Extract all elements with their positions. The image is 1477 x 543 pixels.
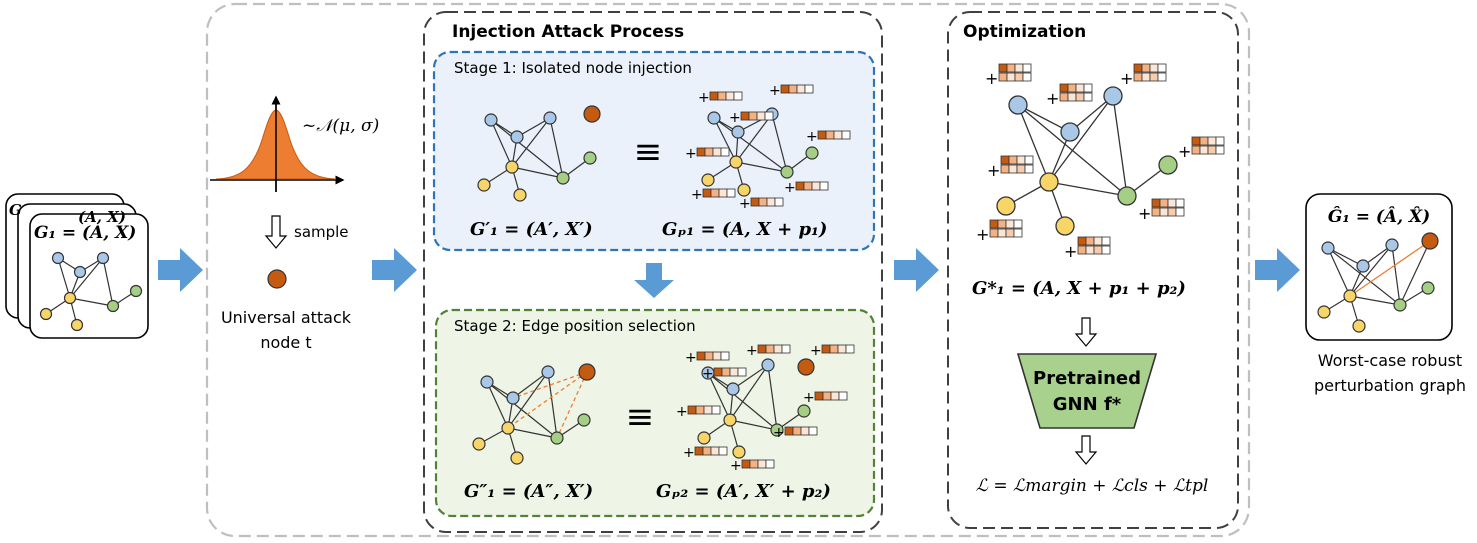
svg-text:+: + [987, 161, 1000, 180]
svg-text:+: + [810, 343, 822, 359]
gnn-label-1: Pretrained [1033, 368, 1141, 389]
stage1-left-formula: G′₁ = (A′, X′) [470, 219, 593, 240]
input-graph-formula: G₁ = (A, X) [34, 223, 136, 243]
stage2-left-graph [472, 363, 596, 465]
stack-mid-label: (A, X) [78, 208, 126, 226]
stack-back-label: G [9, 201, 22, 219]
output-graph [1317, 232, 1439, 333]
arrow-input-to-sampling [158, 248, 203, 292]
sample-arrow [264, 215, 288, 249]
svg-text:+: + [769, 83, 781, 99]
svg-text:+: + [1120, 69, 1133, 88]
output-caption-2: perturbation graph [1314, 376, 1466, 395]
optimization-title: Optimization [963, 22, 1086, 42]
arrow-injection-to-optimization [894, 248, 939, 292]
optimization-down-arrow-1 [1074, 317, 1098, 347]
stage2-equiv: ≡ [626, 397, 655, 437]
gaussian-plot [210, 95, 345, 192]
output-caption-1: Worst-case robust [1318, 351, 1462, 370]
svg-text:+: + [702, 366, 714, 382]
arrow-sampling-to-injection [372, 248, 417, 292]
svg-text:+: + [691, 187, 703, 203]
svg-text:+: + [729, 110, 741, 126]
arrow-stage1-to-stage2 [634, 263, 674, 298]
output-formula: Ĝ₁ = (Â, X̂) [1328, 206, 1430, 227]
svg-text:+: + [676, 404, 688, 420]
stage1-right-graph [701, 107, 819, 197]
stage2-left-formula: G″₁ = (A″, X′) [464, 481, 593, 502]
svg-text:+: + [746, 343, 758, 359]
injection-title: Injection Attack Process [452, 22, 684, 42]
svg-text:+: + [730, 458, 742, 474]
distribution-label: ~𝒩(μ, σ) [302, 116, 379, 136]
stage2-plus-signs: + + + + + + + + + [676, 343, 822, 474]
svg-text:+: + [1138, 204, 1151, 223]
stage1-equiv: ≡ [634, 132, 663, 172]
svg-text:+: + [685, 146, 697, 162]
stage1-right-formula: Gₚ₁ = (A, X + p₁) [662, 219, 827, 240]
stage1-title: Stage 1: Isolated node injection [454, 59, 692, 77]
svg-text:+: + [1046, 89, 1059, 108]
outer-dashed-frame [205, 2, 1251, 538]
svg-text:+: + [683, 445, 695, 461]
svg-text:+: + [806, 129, 818, 145]
svg-text:+: + [803, 390, 815, 406]
attack-node-caption-1: Universal attack [221, 308, 352, 327]
stage2-right-graph [697, 358, 815, 459]
svg-text:+: + [976, 225, 989, 244]
svg-text:+: + [698, 90, 710, 106]
svg-text:+: + [739, 196, 751, 212]
stage1-left-graph [477, 105, 601, 202]
input-graph [39, 251, 143, 332]
arrow-optimization-to-output [1255, 248, 1300, 292]
svg-text:+: + [784, 180, 796, 196]
flow-arrows [158, 248, 1300, 298]
input-graph-stack: G (A, X) G₁ = (A, X) [5, 193, 149, 339]
stage2-right-formula: Gₚ₂ = (A′, X′ + p₂) [656, 481, 831, 502]
universal-attack-node [267, 269, 287, 289]
svg-text:+: + [685, 350, 697, 366]
svg-text:+: + [1178, 142, 1191, 161]
optimization-graph [996, 86, 1178, 236]
stage1-plus-signs: + + + + + + + + [685, 83, 818, 212]
injection-frame [423, 11, 883, 533]
gnn-label-2: GNN f* [1053, 394, 1122, 415]
output-graph-box [1305, 193, 1453, 341]
optimization-frame [947, 11, 1239, 529]
optimization-plus-signs: + + + + + + + + [976, 69, 1191, 261]
svg-text:+: + [773, 425, 785, 441]
optimization-down-arrow-2 [1074, 435, 1098, 465]
loss-formula: ℒ = ℒmargin + ℒcls + ℒtpl [976, 476, 1209, 496]
sample-label: sample [294, 223, 349, 241]
optimization-graph-formula: G*₁ = (A, X + p₁ + p₂) [972, 278, 1186, 299]
svg-text:+: + [1064, 242, 1077, 261]
stage2-title: Stage 2: Edge position selection [454, 317, 696, 335]
pretrained-gnn-box [1016, 353, 1158, 429]
svg-text:+: + [985, 69, 998, 88]
attack-node-caption-2: node t [260, 333, 311, 352]
